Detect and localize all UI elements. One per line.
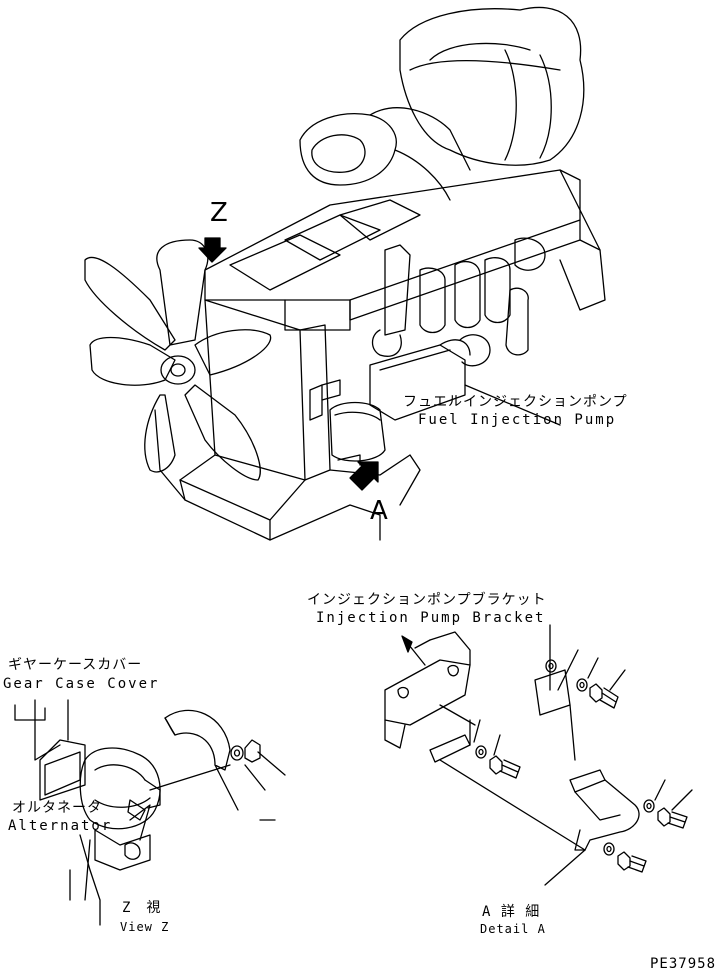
view-marker-z: Z <box>210 198 228 228</box>
view-z-label-jp: Z 視 <box>122 900 162 916</box>
fuel-pump-label-en: Fuel Injection Pump <box>418 412 617 428</box>
detail-a-label-en: Detail A <box>480 922 546 936</box>
detail-a-assembly <box>384 624 693 886</box>
gear-case-label-en: Gear Case Cover <box>3 676 160 692</box>
alternator-label-en: Alternator <box>8 818 113 834</box>
engine-assembly <box>84 6 606 541</box>
pump-bracket-label-jp: インジェクションポンプブラケット <box>307 592 547 608</box>
view-z-label-en: View Z <box>120 920 170 934</box>
fuel-pump-label-jp: フュエルインジェクションポンプ <box>403 394 628 410</box>
gear-case-label-jp: ギヤーケースカバー <box>8 657 143 673</box>
view-z-assembly <box>14 699 286 926</box>
pump-bracket-label-en: Injection Pump Bracket <box>316 610 546 626</box>
view-marker-a: A <box>370 496 388 526</box>
alternator-label-jp: オルタネータ <box>12 800 102 816</box>
detail-a-label-jp: A 詳 細 <box>482 904 541 920</box>
part-code: PE37958 <box>650 956 717 972</box>
